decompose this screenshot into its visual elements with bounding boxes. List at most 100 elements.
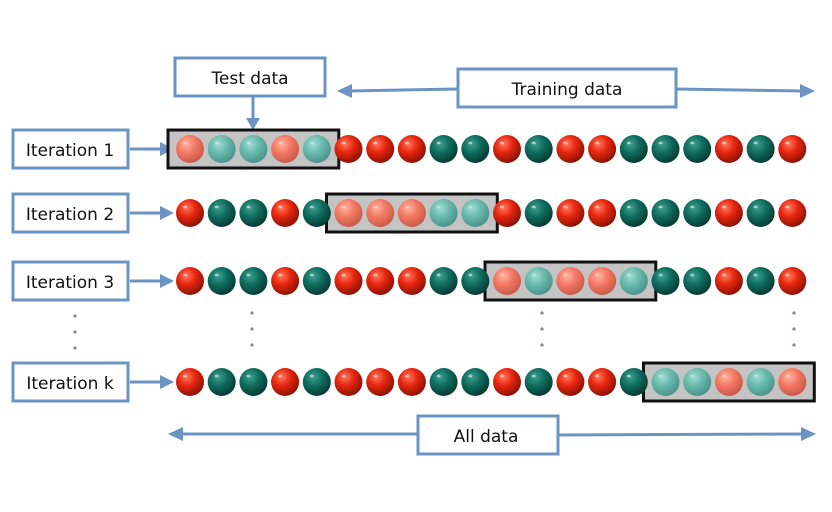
test-data-pointer-arrow <box>246 96 260 130</box>
train-green-sample <box>239 199 268 227</box>
train-red-sample <box>556 368 585 396</box>
iteration-row: Iteration k <box>11 361 816 403</box>
train-red-sample <box>588 199 617 227</box>
train-green-sample <box>524 368 553 396</box>
iteration-label-text: Iteration 2 <box>26 205 114 225</box>
train-green-sample <box>619 199 648 227</box>
test-green-sample <box>651 368 680 396</box>
train-red-sample <box>778 135 807 163</box>
test-red-sample <box>556 267 585 295</box>
train-green-sample <box>302 368 331 396</box>
test-green-sample <box>683 368 712 396</box>
train-green-sample <box>239 368 268 396</box>
train-red-sample <box>176 199 204 227</box>
test-red-sample <box>588 267 617 295</box>
train-red-sample <box>271 199 300 227</box>
train-green-sample <box>746 199 775 227</box>
train-red-sample <box>334 368 363 396</box>
test-data-label: Test data <box>173 56 327 98</box>
test-green-sample <box>619 267 648 295</box>
test-red-sample <box>778 368 807 396</box>
train-red-sample <box>271 267 300 295</box>
train-red-sample <box>714 135 743 163</box>
train-green-sample <box>429 368 458 396</box>
vertical-ellipsis <box>540 311 544 347</box>
train-red-sample <box>366 267 395 295</box>
all-data-label: All data <box>416 414 560 456</box>
train-red-sample <box>334 135 363 163</box>
training-data-label: Training data <box>456 67 678 109</box>
iteration-arrow <box>130 274 174 288</box>
train-red-sample <box>588 135 617 163</box>
train-red-sample <box>397 135 426 163</box>
test-green-sample <box>429 199 458 227</box>
iteration-label: Iteration k <box>11 361 130 403</box>
test-green-sample <box>239 135 268 163</box>
test-red-sample <box>334 199 363 227</box>
iteration-rows: Iteration 1 Iteration 2 Iteration 3 Iterati… <box>11 128 816 403</box>
ellipsis-group <box>73 311 796 350</box>
train-red-sample <box>176 368 204 396</box>
vertical-ellipsis <box>250 311 254 347</box>
train-red-sample <box>334 267 363 295</box>
test-red-sample <box>271 135 300 163</box>
iteration-arrow <box>130 206 174 220</box>
test-red-sample <box>176 135 204 163</box>
train-green-sample <box>524 135 553 163</box>
train-red-sample <box>271 368 300 396</box>
train-green-sample <box>651 199 680 227</box>
train-green-sample <box>651 267 680 295</box>
train-green-sample <box>619 135 648 163</box>
test-green-sample <box>461 199 490 227</box>
train-green-sample <box>429 267 458 295</box>
iteration-row: Iteration 3 <box>11 260 807 302</box>
train-green-sample <box>302 199 331 227</box>
iteration-label-text: Iteration k <box>26 374 114 394</box>
train-green-sample <box>461 267 490 295</box>
train-green-sample <box>524 199 553 227</box>
train-green-sample <box>619 368 648 396</box>
train-green-sample <box>461 135 490 163</box>
train-red-sample <box>556 199 585 227</box>
train-red-sample <box>778 267 807 295</box>
train-green-sample <box>683 267 712 295</box>
test-red-sample <box>397 199 426 227</box>
test-green-sample <box>746 368 775 396</box>
test-green-sample <box>302 135 331 163</box>
test-green-sample <box>207 135 236 163</box>
train-green-sample <box>207 267 236 295</box>
train-green-sample <box>683 135 712 163</box>
iteration-row: Iteration 2 <box>11 192 807 234</box>
train-red-sample <box>493 135 521 163</box>
iteration-label: Iteration 1 <box>11 128 130 170</box>
vertical-ellipsis <box>73 314 77 350</box>
train-red-sample <box>176 267 204 295</box>
iteration-label-text: Iteration 1 <box>26 141 114 161</box>
all-data-arrow <box>168 427 816 441</box>
train-red-sample <box>714 267 743 295</box>
test-data-label-text: Test data <box>210 69 288 89</box>
train-green-sample <box>683 199 712 227</box>
iteration-label-text: Iteration 3 <box>26 273 114 293</box>
train-green-sample <box>429 135 458 163</box>
train-red-sample <box>366 135 395 163</box>
test-red-sample <box>714 368 743 396</box>
train-green-sample <box>302 267 331 295</box>
vertical-ellipsis <box>792 311 796 347</box>
test-red-sample <box>366 199 395 227</box>
train-red-sample <box>493 199 521 227</box>
all-data-label-text: All data <box>454 427 519 447</box>
iteration-label: Iteration 2 <box>11 192 130 234</box>
training-data-label-text: Training data <box>511 80 623 100</box>
train-red-sample <box>397 267 426 295</box>
train-green-sample <box>461 368 490 396</box>
train-green-sample <box>207 199 236 227</box>
train-green-sample <box>207 368 236 396</box>
train-red-sample <box>714 199 743 227</box>
train-red-sample <box>366 368 395 396</box>
train-red-sample <box>556 135 585 163</box>
iteration-label: Iteration 3 <box>11 260 130 302</box>
iteration-arrow <box>130 375 174 389</box>
train-red-sample <box>397 368 426 396</box>
